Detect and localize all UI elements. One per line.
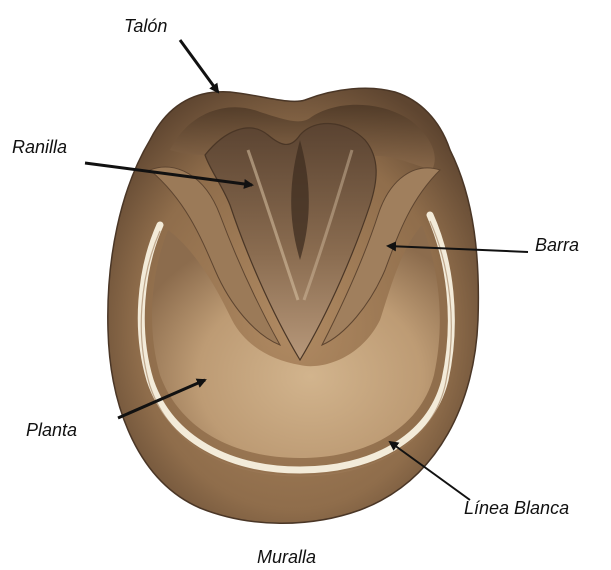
label-muralla: Muralla: [257, 548, 316, 566]
label-planta: Planta: [26, 421, 77, 439]
label-talon: Talón: [124, 17, 167, 35]
arrow-talon: [180, 40, 218, 92]
label-ranilla: Ranilla: [12, 138, 67, 156]
label-linea-blanca: Línea Blanca: [464, 499, 569, 517]
label-barra: Barra: [535, 236, 579, 254]
